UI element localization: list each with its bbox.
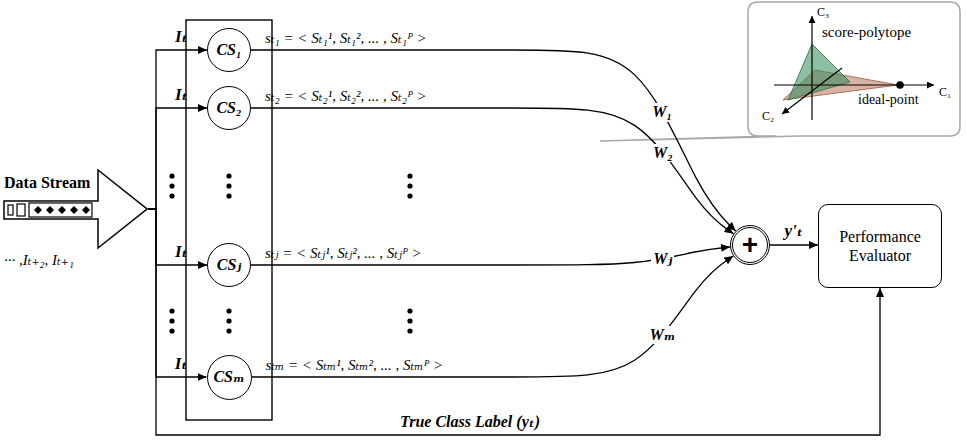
weight-label: Wⱼ (651, 250, 674, 268)
connector (148, 209, 880, 435)
node-label: Data Stream (4, 174, 148, 192)
weight-label: W₂ (651, 144, 675, 162)
ellipsis-dot (169, 193, 174, 198)
figure-label: score-polytope (822, 24, 911, 41)
edge-label: Iₜ (175, 242, 188, 262)
ellipsis-dot (169, 318, 174, 323)
classifier-node: CS₁ (207, 28, 251, 72)
ellipsis-dot (407, 183, 412, 188)
connector (148, 209, 207, 377)
node-label: ··· ,Iₜ₊₂, Iₜ₊₁ (4, 252, 148, 269)
ellipsis-dot (226, 173, 231, 178)
ellipsis-dot (169, 183, 174, 188)
ellipsis-dot (226, 308, 231, 313)
ellipsis-dot (407, 193, 412, 198)
axis (774, 84, 934, 85)
ellipsis-dot (226, 318, 231, 323)
stream-item (29, 203, 92, 217)
ellipsis-dot (407, 308, 412, 313)
ideal-point-dot (896, 81, 904, 89)
ellipsis-dot (407, 318, 412, 323)
classifier-node: CS₂ (207, 86, 251, 130)
stream-item (34, 206, 42, 214)
weight-label: W₁ (650, 103, 674, 121)
connector (252, 256, 734, 377)
node-label: CS₂ (216, 100, 241, 116)
node-label: Performance Evaluator (827, 227, 933, 265)
ellipsis-dot (169, 328, 174, 333)
sum-node: + (730, 225, 770, 265)
edge-label: sₜⱼ = < Sₜⱼ¹, Sₜⱼ², ... , Sₜⱼᴾ > (265, 245, 422, 262)
stream-item (8, 205, 13, 215)
figure-label: C₃ (817, 6, 829, 20)
stream-item (70, 206, 78, 214)
figure-label: ideal-point (858, 92, 919, 108)
edge-label: sₜ₁ = < Sₜ₁¹, Sₜ₁², ... , Sₜ₁ᴾ > (265, 30, 427, 47)
ellipsis-dot (169, 173, 174, 178)
ellipsis-dot (226, 193, 231, 198)
ellipsis-dot (407, 173, 412, 178)
edge-label: Iₜ (175, 354, 188, 374)
stream-item (46, 206, 54, 214)
figure-label: C₁ (939, 86, 951, 100)
classifier-node: CSₘ (207, 355, 252, 400)
edge-label: Iₜ (175, 85, 188, 105)
ellipsis-dot (169, 308, 174, 313)
edge-label: y'ₜ (785, 221, 804, 241)
edge-label: sₜ₂ = < Sₜ₂¹, Sₜ₂², ... , Sₜ₂ᴾ > (265, 88, 427, 105)
stream-arrow-outline (4, 170, 147, 248)
connector (148, 50, 207, 209)
stream-item (17, 204, 25, 216)
ellipsis-dot (226, 183, 231, 188)
node-label: CSₘ (213, 369, 244, 385)
score-polytope-face (788, 44, 850, 100)
ellipsis-dot (226, 328, 231, 333)
node-label: CS₁ (216, 42, 241, 58)
evaluator-box: Performance Evaluator (818, 204, 942, 288)
stream-item (82, 206, 90, 214)
node-label: CSⱼ (217, 257, 242, 273)
connector (770, 244, 818, 245)
edge-label: Iₜ (175, 27, 188, 47)
edge-label: sₜₘ = < Sₜₘ¹, Sₜₘ², ... , Sₜₘᴾ > (266, 357, 444, 374)
node-label: + (742, 231, 758, 259)
edge-label: True Class Label (yₜ) (400, 413, 540, 431)
classifier-pool-frame (186, 20, 272, 420)
axis (811, 16, 812, 120)
connector (251, 50, 736, 231)
axis (782, 68, 842, 114)
classifier-node: CSⱼ (207, 243, 251, 287)
figure-label: C₂ (762, 110, 774, 124)
connector (148, 209, 207, 265)
data-stream: Data Stream ··· ,Iₜ₊₂, Iₜ₊₁ (0, 168, 148, 274)
callout-bubble (600, 2, 960, 141)
connector (148, 108, 207, 209)
stream-item (58, 206, 66, 214)
weight-label: Wₘ (648, 326, 678, 344)
connector (251, 108, 734, 234)
ellipsis-dot (407, 328, 412, 333)
